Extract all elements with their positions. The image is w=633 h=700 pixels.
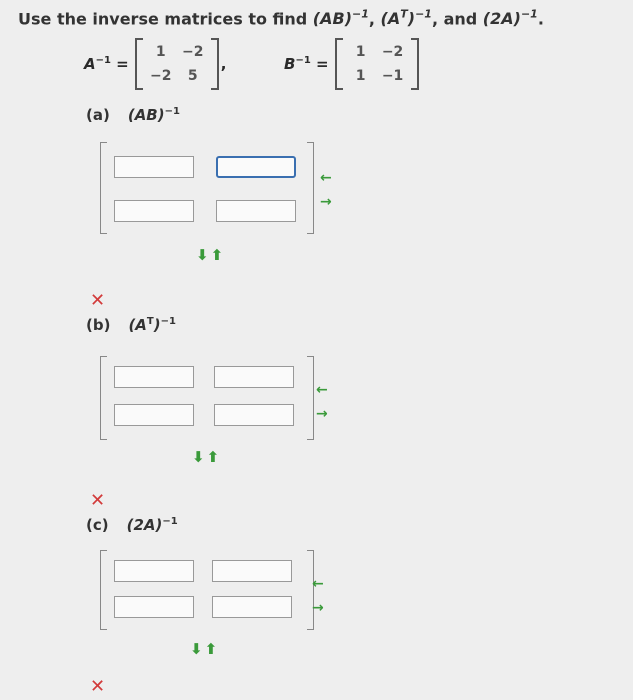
title-sep: , (368, 9, 381, 29)
part-b-incorrect-icon: ✕ (90, 490, 106, 511)
title-expr-ab: (AB)−1 (312, 8, 369, 29)
part-b-cell-r1c1[interactable] (114, 366, 194, 388)
part-a-row-arrows-icon[interactable]: ⬇⬆ (196, 246, 226, 264)
matrix-entry: −2 (182, 44, 204, 60)
remove-column-arrow-icon[interactable]: ← (316, 382, 328, 398)
add-column-arrow-icon[interactable]: → (312, 600, 324, 616)
title-expr-2a: (2A)−1 (482, 8, 538, 29)
title-expr-at: (AT)−1 (380, 8, 432, 29)
part-c-cell-r2c2[interactable] (212, 596, 292, 618)
remove-column-arrow-icon[interactable]: ← (320, 170, 332, 186)
part-b-label: (b)(AT)−1 (86, 316, 176, 334)
a-inverse-label: A−1 = (84, 55, 129, 73)
add-column-arrow-icon[interactable]: → (316, 406, 328, 422)
title-period: . (537, 9, 544, 29)
part-a-cell-r1c2[interactable] (216, 156, 296, 178)
part-b-row-arrows-icon[interactable]: ⬇⬆ (192, 448, 222, 466)
part-a-cell-r2c1[interactable] (114, 200, 194, 222)
matrix-entry: 1 (355, 44, 366, 60)
matrix-entry: 1 (155, 44, 166, 60)
part-c-incorrect-icon: ✕ (90, 676, 106, 697)
part-c-cell-r1c2[interactable] (212, 560, 292, 582)
part-a-answer-matrix (100, 142, 314, 234)
matrix-entry: 1 (355, 68, 366, 84)
title-sep: , and (431, 9, 483, 29)
part-b-column-arrows: ← → (316, 382, 332, 422)
remove-column-arrow-icon[interactable]: ← (312, 576, 324, 592)
part-c-cell-r1c1[interactable] (114, 560, 194, 582)
comma: , (220, 55, 227, 73)
part-b-answer-matrix (100, 356, 314, 440)
b-inverse-label: B−1 = (284, 55, 329, 73)
given-b-inverse: B−1 = 1 −2 1 −1 (284, 34, 419, 94)
title-text: Use the inverse matrices to find (18, 9, 313, 29)
part-a-cell-r2c2[interactable] (216, 200, 296, 222)
matrix-entry: −1 (381, 68, 404, 84)
part-a-incorrect-icon: ✕ (90, 290, 106, 311)
part-b-cell-r2c2[interactable] (214, 404, 294, 426)
part-a-label: (a)(AB)−1 (86, 106, 180, 124)
question-title: Use the inverse matrices to find (AB)−1,… (18, 8, 544, 28)
part-c-cell-r2c1[interactable] (114, 596, 194, 618)
part-b-cell-r2c1[interactable] (114, 404, 194, 426)
part-a-cell-r1c1[interactable] (114, 156, 194, 178)
matrix-entry: −2 (150, 68, 172, 84)
part-c-column-arrows: ← → (312, 576, 328, 616)
matrix-entry: −2 (381, 44, 404, 60)
given-a-inverse: A−1 = 1 −2 −2 5 , (84, 34, 226, 94)
a-inverse-matrix: 1 −2 −2 5 (134, 38, 219, 90)
part-c-label: (c)(2A)−1 (86, 516, 178, 534)
matrix-entry: 5 (187, 68, 198, 84)
part-c-row-arrows-icon[interactable]: ⬇⬆ (190, 640, 220, 658)
part-b-cell-r1c2[interactable] (214, 366, 294, 388)
b-inverse-matrix: 1 −2 1 −1 (334, 38, 419, 90)
add-column-arrow-icon[interactable]: → (320, 194, 332, 210)
part-c-answer-matrix (100, 550, 314, 630)
part-a-column-arrows: ← → (320, 170, 336, 210)
